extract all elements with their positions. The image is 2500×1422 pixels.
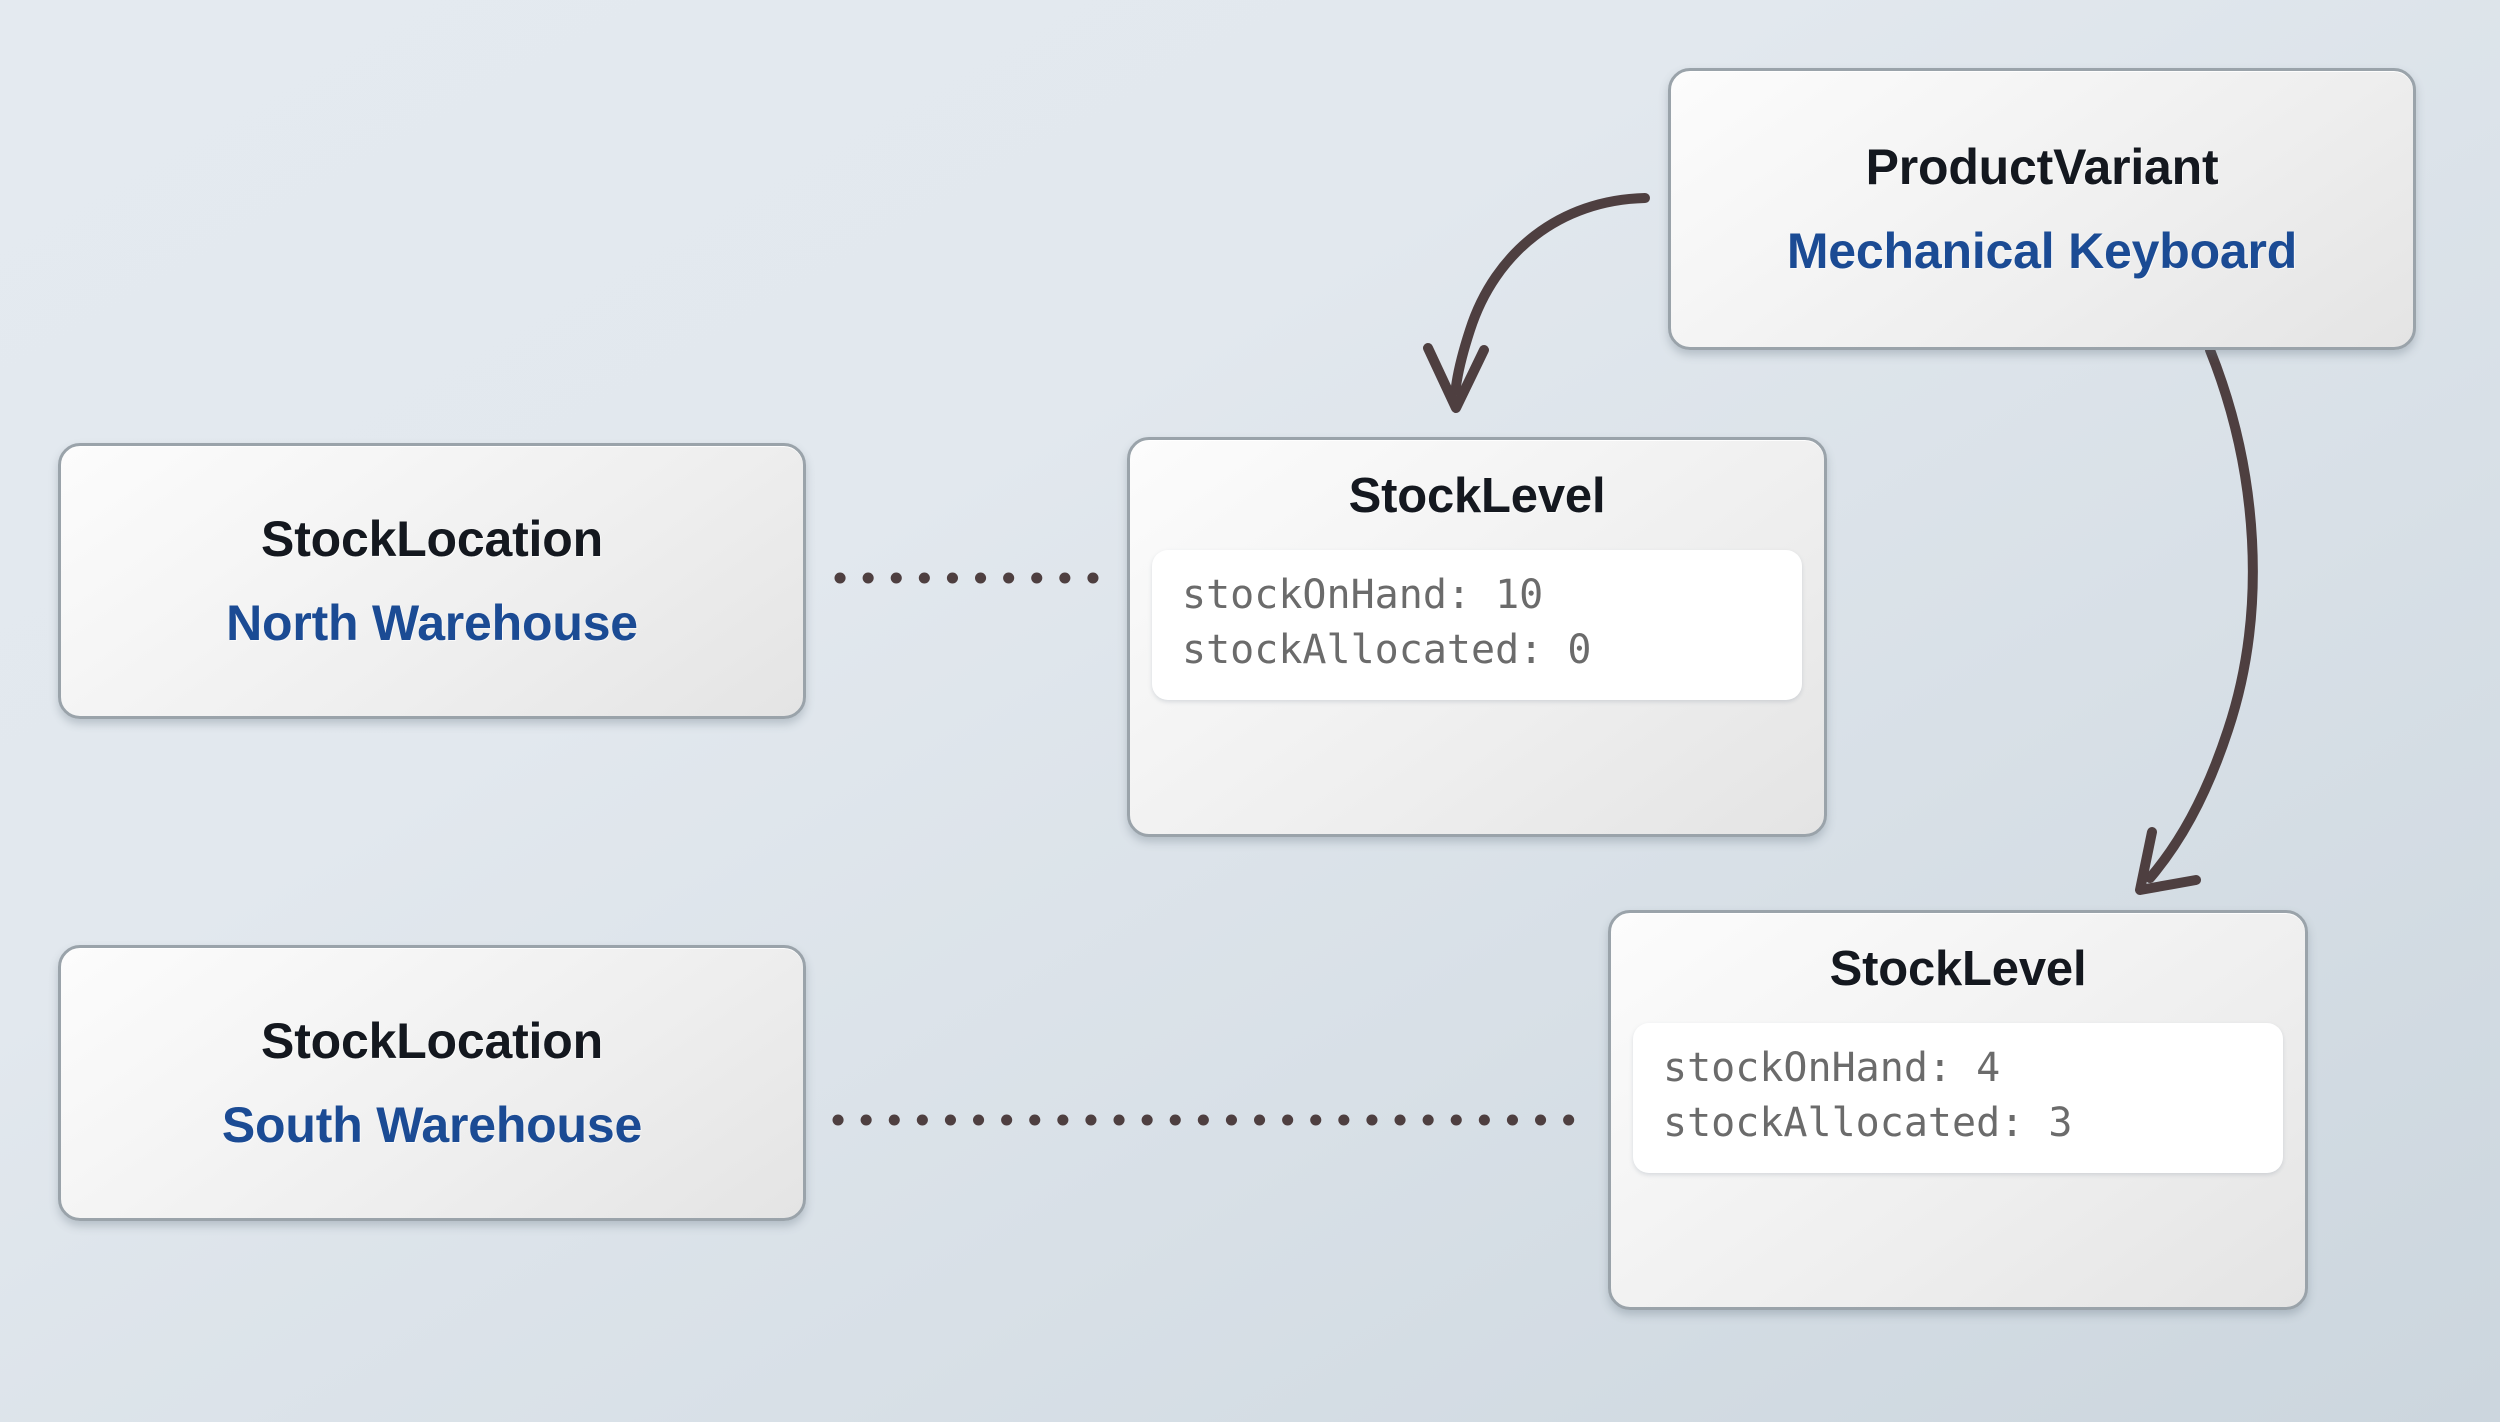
edge-product-variant-to-stocklevel-2 [2135,345,2258,895]
node-stocklocation-north-subtitle: North Warehouse [226,595,638,651]
node-product-variant-subtitle: Mechanical Keyboard [1786,223,2298,279]
attribute-stock-on-hand: stockOnHand: 4 [1663,1045,2001,1091]
attribute-stock-allocated: stockAllocated: 3 [1663,1100,2073,1147]
node-stocklocation-south-subtitle: South Warehouse [221,1097,643,1153]
node-stocklevel-2[interactable]: StockLevel stockOnHand: 4 stockAllocated… [1608,910,2308,1310]
node-stocklevel-1-title: StockLevel [1348,469,1606,523]
node-stocklocation-north-title: StockLocation [261,511,603,567]
edge-product-variant-to-stocklevel-1 [1423,193,1650,413]
node-stocklevel-2-title: StockLevel [1829,942,2087,996]
node-stocklevel-1-attributes: stockOnHand: 10 stockAllocated: 0 [1152,550,1802,701]
node-stocklocation-north[interactable]: StockLocation North Warehouse [58,443,806,719]
node-stocklocation-south-title: StockLocation [261,1013,603,1069]
attribute-stock-on-hand: stockOnHand: 10 [1182,572,1544,618]
node-stocklevel-2-attributes: stockOnHand: 4 stockAllocated: 3 [1633,1023,2283,1174]
node-product-variant[interactable]: ProductVariant Mechanical Keyboard [1668,68,2416,350]
attribute-stock-allocated: stockAllocated: 0 [1182,627,1592,674]
node-product-variant-title: ProductVariant [1865,139,2219,195]
node-stocklocation-south[interactable]: StockLocation South Warehouse [58,945,806,1221]
node-stocklevel-1[interactable]: StockLevel stockOnHand: 10 stockAllocate… [1127,437,1827,837]
